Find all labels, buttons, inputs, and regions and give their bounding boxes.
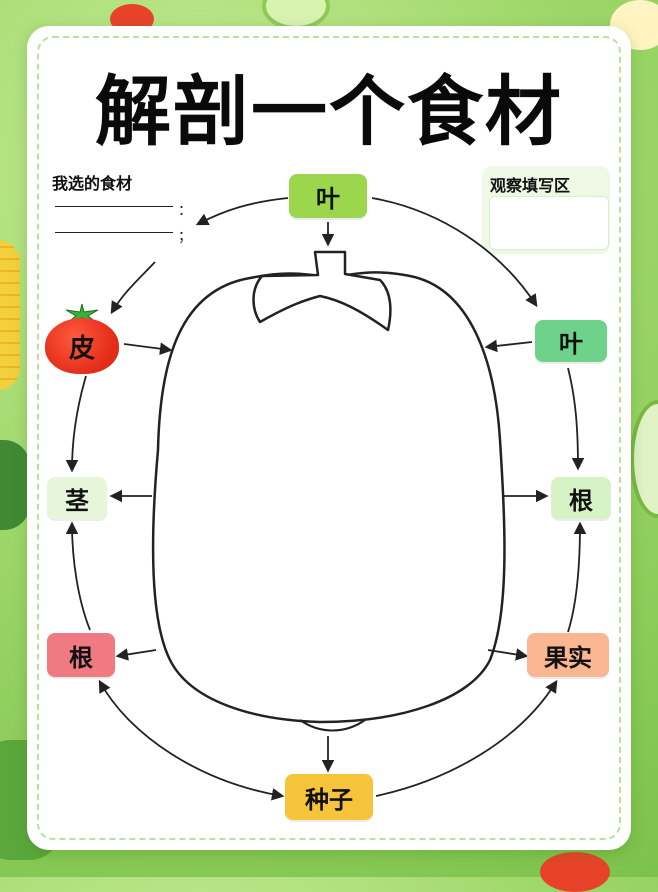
observation-label: 观察填写区 — [490, 176, 571, 195]
tag-top-leaf: 叶 — [289, 174, 367, 218]
background-corn-icon — [0, 240, 20, 390]
observation-input-box[interactable] — [489, 196, 609, 250]
chosen-ingredient-line-2[interactable] — [55, 232, 173, 233]
tag-peel-label: 皮 — [68, 333, 95, 364]
card-dashed-border — [37, 36, 621, 840]
background-cucumber-icon — [0, 440, 30, 530]
tag-seed: 种子 — [285, 774, 373, 820]
chosen-ingredient-label: 我选的食材 — [52, 174, 133, 193]
chosen-colon-1: ： — [178, 203, 192, 219]
pepper-calyx — [252, 250, 392, 332]
tag-peel-tomato: 皮 — [45, 318, 119, 374]
chosen-colon-2: ； — [178, 229, 192, 245]
tag-right-root: 根 — [551, 477, 611, 519]
tag-right-leaf: 叶 — [535, 320, 607, 362]
tag-left-root: 根 — [47, 633, 115, 677]
tag-left-stem: 茎 — [47, 477, 107, 519]
tag-fruit: 果实 — [527, 633, 609, 677]
pepper-outline — [151, 271, 506, 724]
chosen-ingredient-line-1[interactable] — [55, 206, 173, 207]
page-title: 解剖一个食材 — [95, 67, 563, 156]
